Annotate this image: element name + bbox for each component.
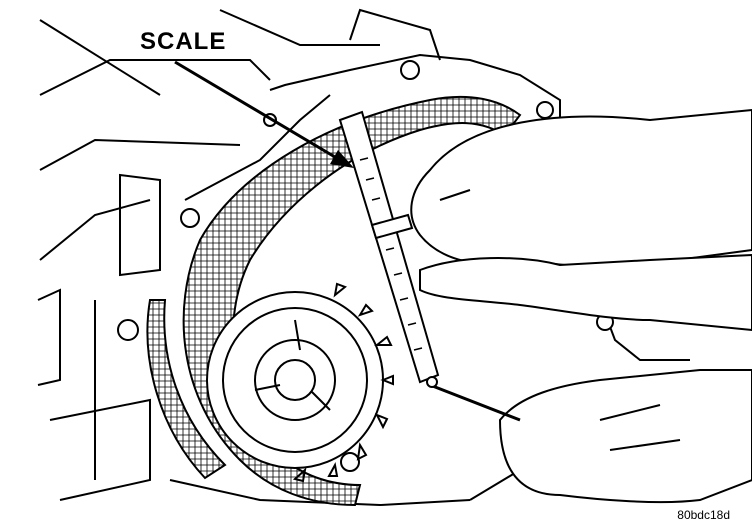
timing-chain [146,95,522,507]
crankshaft-sprocket [206,282,394,483]
callout-arrow [174,60,354,168]
bolt-holes [117,60,614,472]
scale-callout-label: SCALE [140,28,227,55]
figure-id-label: 80bdc18d [677,508,730,522]
scale-tool [338,110,521,422]
sprocket-teeth [292,282,394,483]
technician-hands [410,108,752,504]
